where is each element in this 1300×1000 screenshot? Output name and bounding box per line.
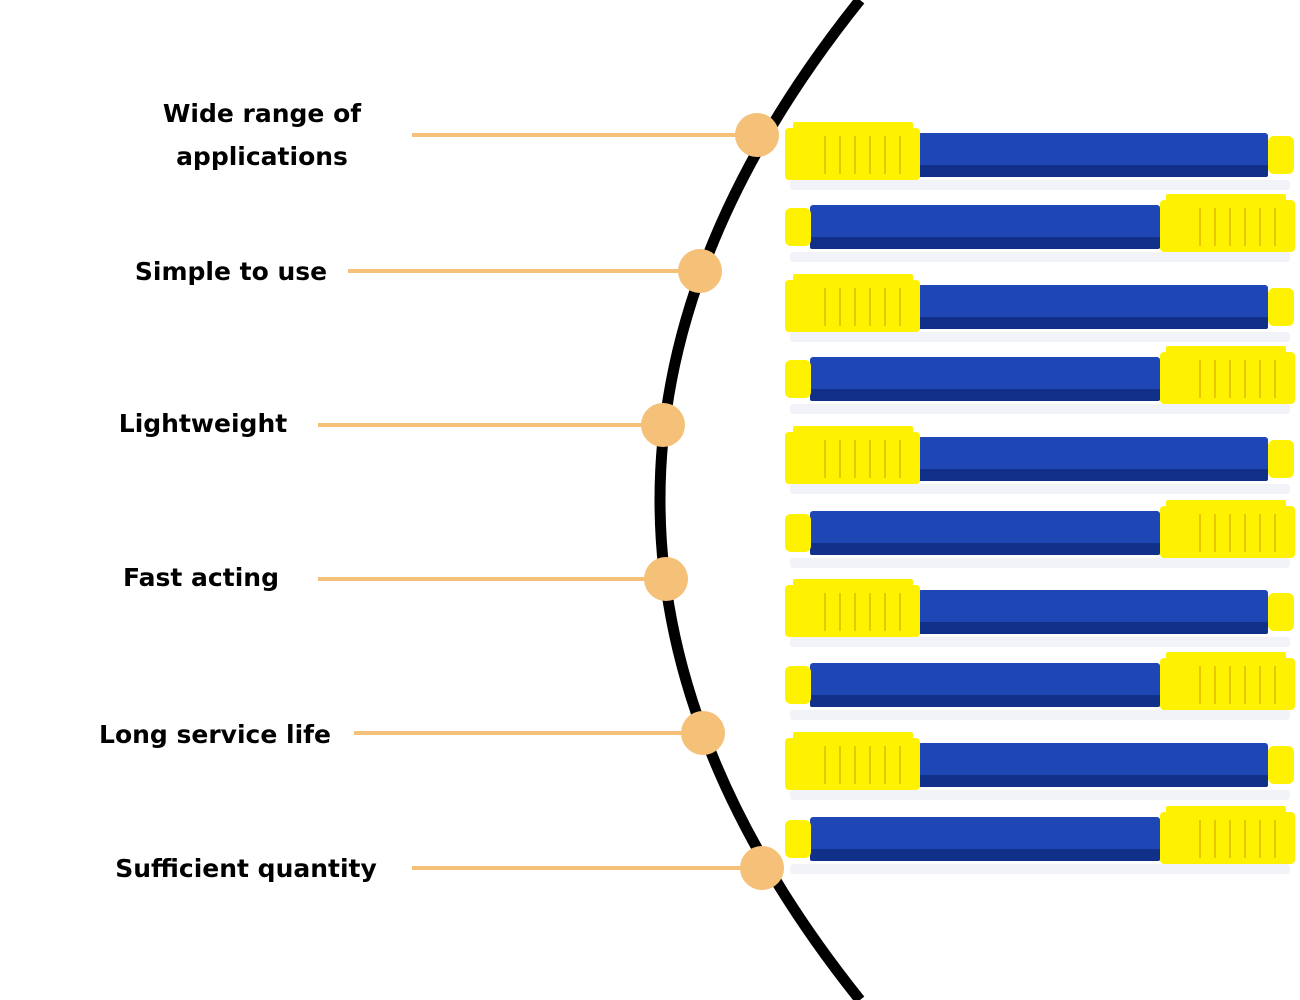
pen-reflection	[790, 637, 1290, 647]
pen-reflection	[790, 252, 1290, 262]
pen-barrel-shade	[918, 469, 1268, 481]
pen-reflection	[790, 484, 1290, 494]
pen-clip	[1166, 500, 1286, 512]
pen-tip	[785, 514, 811, 552]
pen-cap	[785, 280, 920, 332]
feature-text: Fast acting	[123, 563, 279, 592]
feature-label-sufficient-quantity: Sufficient quantity	[115, 847, 377, 890]
pen-clip	[1166, 194, 1286, 206]
pen-cap	[785, 128, 920, 180]
pen-clip	[793, 732, 913, 744]
pen-tip	[1268, 593, 1294, 631]
connector-dot	[681, 711, 725, 755]
pen-clip	[1166, 806, 1286, 818]
pen-reflection	[790, 790, 1290, 800]
feature-label-fast-acting: Fast acting	[123, 556, 279, 599]
pen-cap	[1160, 352, 1295, 404]
pen-clip	[1166, 652, 1286, 664]
feature-text: Sufficient quantity	[115, 854, 377, 883]
pen-clip	[793, 274, 913, 286]
pen	[785, 579, 1294, 647]
connector-dot	[735, 113, 779, 157]
pen-barrel-shade	[810, 543, 1160, 555]
feature-label-lightweight: Lightweight	[119, 402, 287, 445]
pen	[785, 426, 1294, 494]
pen-clip	[793, 579, 913, 591]
pen-barrel-shade	[918, 317, 1268, 329]
pen	[785, 194, 1295, 262]
pen-clip	[793, 122, 913, 134]
pen-cap	[785, 585, 920, 637]
pen-cap	[1160, 200, 1295, 252]
feature-text: Wide range of applications	[162, 99, 362, 171]
pen-barrel-shade	[918, 622, 1268, 634]
pen-tip	[1268, 440, 1294, 478]
pen	[785, 652, 1295, 720]
pen-reflection	[790, 558, 1290, 568]
pen-reflection	[790, 864, 1290, 874]
pen-barrel-shade	[810, 849, 1160, 861]
pen-cap	[785, 432, 920, 484]
pen-cap	[1160, 658, 1295, 710]
pen-reflection	[790, 180, 1290, 190]
pen-tip	[1268, 746, 1294, 784]
connector-dot	[644, 557, 688, 601]
feature-label-wide-range: Wide range of applications	[163, 92, 361, 178]
pen-reflection	[790, 710, 1290, 720]
pen-clip	[1166, 346, 1286, 358]
pen-cap	[1160, 812, 1295, 864]
pen-clip	[793, 426, 913, 438]
pen-reflection	[790, 404, 1290, 414]
connector-dot	[740, 846, 784, 890]
pen-tip	[1268, 288, 1294, 326]
pen-tip	[785, 820, 811, 858]
pen-tip	[785, 666, 811, 704]
feature-text: Lightweight	[118, 409, 288, 438]
pen-tip	[785, 208, 811, 246]
feature-label-long-service-life: Long service life	[99, 713, 331, 756]
pen	[785, 274, 1294, 342]
pen-barrel-shade	[918, 775, 1268, 787]
pen	[785, 346, 1295, 414]
feature-connectors	[318, 113, 784, 890]
pen-cap	[1160, 506, 1295, 558]
pen-stack	[785, 122, 1295, 874]
pen-barrel-shade	[810, 237, 1160, 249]
feature-text: Long service life	[99, 720, 331, 749]
pen-tip	[1268, 136, 1294, 174]
pen-barrel-shade	[918, 165, 1268, 177]
pen	[785, 500, 1295, 568]
pen	[785, 122, 1294, 190]
feature-label-simple-to-use: Simple to use	[135, 250, 327, 293]
feature-text: Simple to use	[134, 257, 328, 286]
pen-cap	[785, 738, 920, 790]
connector-dot	[678, 249, 722, 293]
pen-barrel-shade	[810, 389, 1160, 401]
pen-reflection	[790, 332, 1290, 342]
pen	[785, 806, 1295, 874]
pen-barrel-shade	[810, 695, 1160, 707]
pen	[785, 732, 1294, 800]
pen-tip	[785, 360, 811, 398]
connector-dot	[641, 403, 685, 447]
